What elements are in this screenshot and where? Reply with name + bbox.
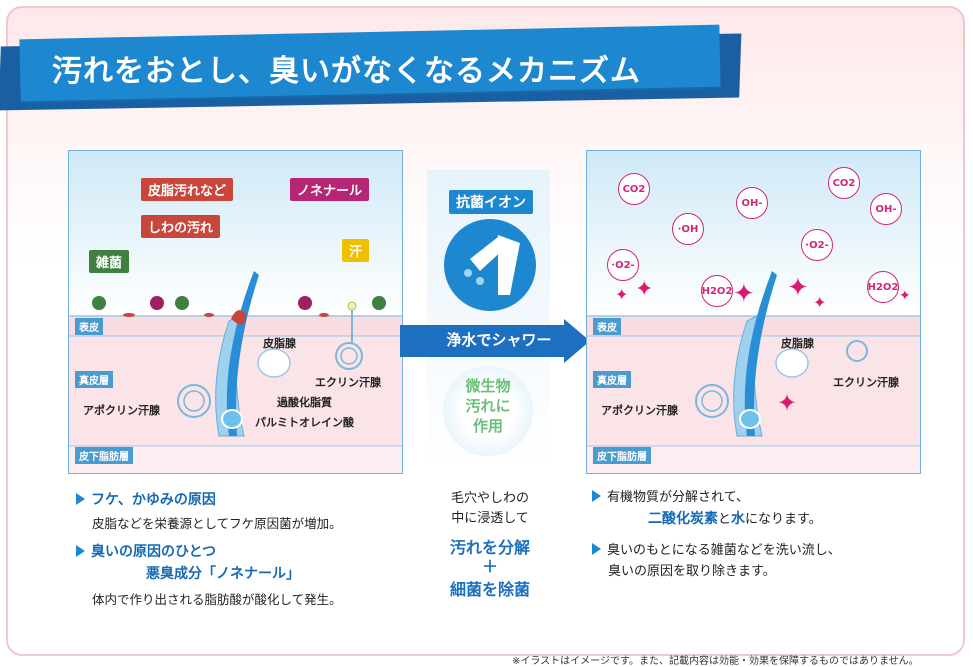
eccrine-gland-label: エクリン汗腺: [315, 376, 381, 389]
epidermis-label: 表皮: [593, 318, 621, 335]
effect-sterilize: 細菌を除菌: [449, 580, 530, 599]
microbe-label: 微生物 汚れに 作用: [465, 377, 511, 435]
sebaceous-gland-label: 皮脂腺: [263, 337, 296, 350]
right-bullet-1-line1: 有機物質が分解されて、: [592, 486, 749, 505]
sparkle-icon: ✦: [813, 293, 827, 312]
right-skin-panel: 表皮 真皮層 皮下脂肪層 CO2 OH- CO2 OH- ·OH ·O2- ·O…: [586, 150, 921, 474]
peroxide-label: 過酸化脂質: [277, 396, 332, 409]
subcutaneous-label: 皮下脂肪層: [593, 447, 651, 464]
sparkle-icon: ✦: [733, 279, 755, 309]
page-title: 汚れをおとし、臭いがなくなるメカニズム: [52, 54, 641, 89]
molecule: ·O2-: [607, 249, 639, 281]
apocrine-gland-label: アポクリン汗腺: [601, 404, 678, 417]
left-bullet-2-title2: 悪臭成分「ノネナール」: [146, 566, 300, 582]
sweat-tag: 汗: [342, 239, 370, 262]
left-bullet-1-title: フケ、かゆみの原因: [76, 489, 216, 509]
sparkle-icon: ✦: [777, 389, 798, 417]
triangle-bullet-icon: [76, 545, 85, 557]
sebaceous-gland-label: 皮脂腺: [781, 337, 814, 350]
bacteria-tag: 雑菌: [89, 250, 130, 273]
right-bullet-2-line1: 臭いのもとになる雑菌などを洗い流し、: [592, 539, 841, 558]
sparkle-icon: ✦: [899, 288, 911, 304]
subcutaneous-label: 皮下脂肪層: [75, 447, 133, 464]
sparkle-icon: ✦: [635, 277, 654, 302]
palmitoleic-label: パルミトオレイン酸: [255, 416, 354, 429]
shower-head-icon: [444, 219, 536, 311]
molecule: CO2: [828, 167, 860, 199]
apocrine-gland-label: アポクリン汗腺: [83, 404, 160, 417]
epidermis-label: 表皮: [75, 318, 103, 335]
sparkle-icon: ✦: [615, 285, 629, 304]
sebum-tag: 皮脂汚れなど: [141, 178, 234, 201]
triangle-bullet-icon: [592, 543, 601, 555]
molecule: ·O2-: [801, 229, 833, 261]
shower-arrow: [400, 319, 590, 363]
triangle-bullet-icon: [76, 493, 85, 505]
eccrine-gland-label: エクリン汗腺: [833, 376, 899, 389]
effect-plus: ＋: [481, 557, 498, 576]
molecule: ·OH: [672, 213, 704, 245]
microbe-circle: [443, 366, 533, 456]
footnote: ※イラストはイメージです。また、記載内容は効能・効果を保障するものではありません…: [512, 656, 919, 667]
right-bullet-1-line2: 二酸化炭素と水になります。: [648, 511, 822, 527]
molecule: H2O2: [701, 275, 733, 307]
molecule: CO2: [618, 173, 650, 205]
wrinkle-tag: しわの汚れ: [141, 215, 221, 238]
left-skin-panel: 表皮 真皮層 皮下脂肪層 皮脂汚れなど しわの汚れ 雑菌 ノネナール 汗 皮脂腺…: [68, 150, 403, 474]
dermis-label: 真皮層: [593, 371, 631, 388]
left-bullet-2-title: 臭いの原因のひとつ: [76, 541, 216, 561]
molecule: H2O2: [867, 271, 899, 303]
center-description: 毛穴やしわの 中に浸透して: [450, 491, 529, 526]
shower-arrow-label: 浄水でシャワー: [446, 331, 552, 349]
left-bullet-1-body: 皮脂などを栄養源としてフケ原因菌が増加。: [92, 516, 342, 531]
molecule: OH-: [870, 193, 902, 225]
antibacterial-ion-tag: 抗菌イオン: [449, 190, 533, 214]
left-bullet-2-body: 体内で作り出される脂肪酸が酸化して発生。: [92, 592, 342, 607]
nonenal-tag: ノネナール: [290, 178, 370, 201]
triangle-bullet-icon: [592, 490, 601, 502]
dermis-label: 真皮層: [75, 371, 113, 388]
effect-decompose: 汚れを分解: [449, 538, 530, 557]
molecule: OH-: [736, 187, 768, 219]
right-bullet-2-line2: 臭いの原因を取り除きます。: [608, 564, 776, 579]
sparkle-icon: ✦: [787, 273, 809, 303]
